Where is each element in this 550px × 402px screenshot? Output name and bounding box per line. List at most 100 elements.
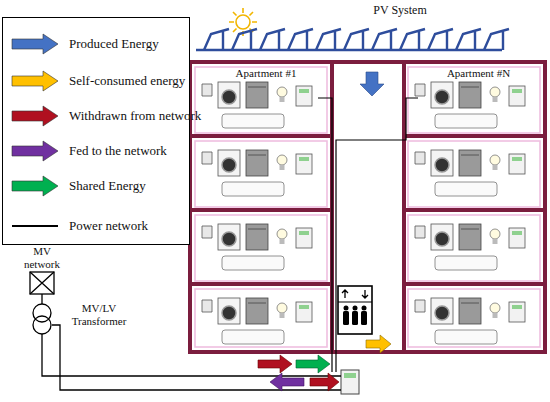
legend-text: Shared Energy: [69, 178, 146, 194]
energy-meter: [341, 370, 359, 394]
spotlight-icon: [202, 226, 212, 238]
dishwasher-panel: [248, 87, 266, 88]
apartment-column: Apartment #1: [194, 66, 338, 350]
washer-door: [435, 158, 449, 172]
washer-icon: [431, 150, 453, 176]
legend-entry: Fed to the network: [11, 139, 167, 163]
meter-icon: [296, 86, 312, 106]
meter-icon: [296, 154, 312, 174]
meter-display: [299, 89, 309, 93]
meter-display: [512, 305, 522, 309]
dishwasher-icon: [246, 150, 268, 176]
dishwasher-panel: [248, 303, 266, 304]
bulb-icon: [277, 303, 287, 313]
legend-arrow: [11, 140, 59, 162]
bulb-icon: [490, 155, 500, 165]
meter-display: [512, 157, 522, 161]
washer-icon: [218, 150, 240, 176]
building-outline: [190, 62, 545, 352]
washer-door: [435, 232, 449, 246]
bulb-base: [280, 239, 285, 244]
legend-text: Fed to the network: [69, 143, 167, 159]
dishwasher-icon: [459, 150, 481, 176]
room: [408, 141, 540, 207]
arrow-swatch: [12, 141, 58, 161]
ac-icon: [435, 182, 497, 196]
meter-display: [512, 231, 522, 235]
meter-display: [299, 231, 309, 235]
dishwasher-icon: [459, 298, 481, 324]
pv-panel: [316, 29, 341, 50]
produced-arrow: [360, 72, 384, 96]
washer-door: [222, 306, 236, 320]
legend-text: Power network: [69, 218, 148, 234]
line-swatch: [12, 225, 58, 227]
room: [195, 141, 327, 207]
washer-door: [435, 90, 449, 104]
spotlight-icon: [415, 152, 425, 164]
spotlight-icon: [202, 152, 212, 164]
dishwasher-icon: [246, 82, 268, 108]
meter-icon: [509, 228, 525, 248]
self-consumed-arrow: [366, 335, 391, 353]
apartment-label: Apartment #N: [406, 67, 550, 79]
legend-arrow: [11, 175, 59, 197]
withdrawn-arrow: [258, 355, 292, 373]
dishwasher-panel: [248, 229, 266, 230]
pv-panel: [204, 29, 229, 50]
pv-panel: [232, 29, 257, 50]
dishwasher-panel: [461, 303, 479, 304]
meter-icon: [509, 154, 525, 174]
bulb-icon: [277, 155, 287, 165]
spotlight-icon: [202, 84, 212, 96]
spotlight-icon: [415, 84, 425, 96]
bulb-icon: [277, 87, 287, 97]
bulb-icon: [490, 229, 500, 239]
bulb-icon: [490, 303, 500, 313]
power-wire: [318, 98, 418, 372]
meter-icon: [296, 302, 312, 322]
floor-slab: [192, 134, 331, 138]
pv-panel: [344, 29, 369, 50]
legend-text: Self-consumed energy: [69, 73, 185, 89]
floor-slab: [192, 282, 331, 286]
legend-entry: Power network: [11, 214, 148, 238]
pv-panel: [428, 29, 453, 50]
meter-display: [299, 157, 309, 161]
legend-entry: Shared Energy: [11, 174, 146, 198]
dishwasher-panel: [461, 87, 479, 88]
building: [190, 62, 545, 352]
meter-icon: [296, 228, 312, 248]
washer-door: [222, 232, 236, 246]
meter-display: [512, 89, 522, 93]
fed-arrow: [270, 373, 304, 391]
spotlight-icon: [415, 226, 425, 238]
ac-icon: [222, 330, 284, 344]
legend-entry: Self-consumed energy: [11, 69, 185, 93]
bulb-base: [493, 97, 498, 102]
spotlight-icon: [415, 300, 425, 312]
elevator-symbol: [338, 286, 372, 334]
dishwasher-icon: [459, 82, 481, 108]
pv-panel: [456, 29, 481, 50]
ac-icon: [222, 182, 284, 196]
dishwasher-icon: [246, 298, 268, 324]
legend-box: Produced EnergySelf-consumed energyWithd…: [2, 17, 190, 245]
bulb-base: [493, 313, 498, 318]
apartment-column: Apartment #N: [406, 66, 550, 350]
room: [195, 215, 327, 281]
network-label: MV network: [14, 245, 70, 270]
pv-panel: [260, 29, 285, 50]
apartment-label: Apartment #1: [194, 67, 338, 79]
arrow-swatch: [12, 176, 58, 196]
pv-panel: [484, 29, 509, 50]
meter-icon: [509, 86, 525, 106]
pv-panel: [400, 29, 425, 50]
dishwasher-panel: [461, 229, 479, 230]
meter-icon: [509, 302, 525, 322]
washer-icon: [431, 224, 453, 250]
washer-door: [435, 306, 449, 320]
washer-door: [222, 90, 236, 104]
legend-arrow: [11, 105, 59, 127]
ac-icon: [222, 256, 284, 270]
